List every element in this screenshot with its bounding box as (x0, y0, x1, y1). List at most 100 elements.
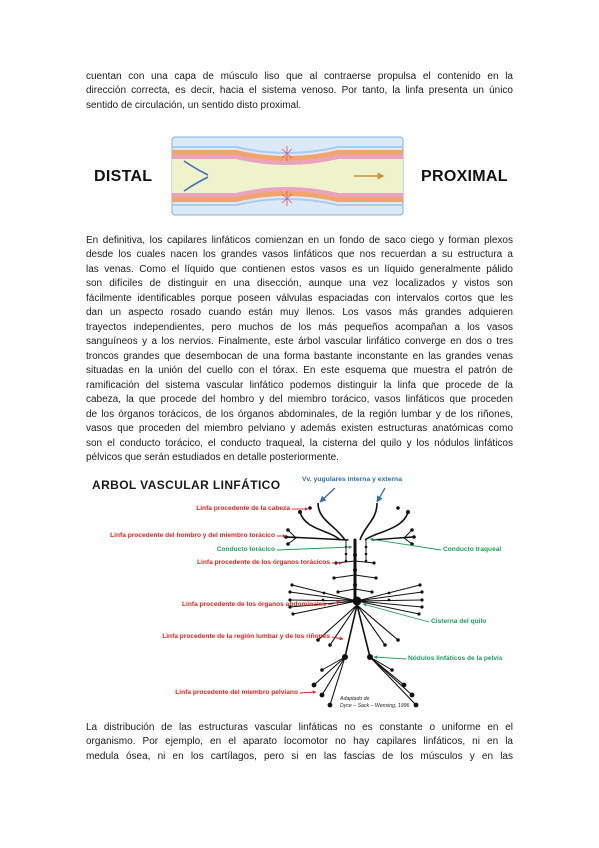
lymph-node (418, 583, 422, 587)
label-cisterna-chyli: Cisterna del quilo (431, 618, 487, 625)
jugular-arrow-right (376, 487, 386, 503)
lymph-node (288, 598, 292, 602)
text-line: de los órganos torácicos, de los órganos… (86, 408, 513, 420)
lymph-vessel-valve-diagram (171, 136, 404, 216)
lymph-node (401, 682, 407, 688)
label-lumbar-kidneys-lymph: Linfa procedente de la región lumbar y d… (162, 633, 330, 640)
lymph-vessel (333, 574, 356, 579)
lymph-vessel (321, 656, 346, 696)
lymph-node (286, 542, 290, 546)
lymph-vessel (369, 656, 413, 696)
jugular-lymph-vessel (299, 511, 341, 541)
lymph-vessel (292, 600, 358, 615)
lymph-node (420, 605, 424, 609)
text-line: dan un aspecto rosado cuando están muy l… (86, 307, 513, 319)
attribution-line: Adaptado de (340, 696, 370, 702)
vessel-endothelium-top (172, 155, 403, 165)
lymph-node (311, 682, 317, 688)
cisterna-chyli-node (352, 596, 362, 606)
jugular-lymph-vessel (359, 502, 378, 541)
text-line: medula ósea, ni en los cartílagos, pero … (86, 750, 513, 762)
lymph-node (413, 702, 419, 708)
leader-line-pelvic-nodes (373, 655, 407, 660)
label-head-lymph: Linfa procedente de la cabeza (196, 505, 290, 512)
lymph-node (308, 506, 312, 510)
lymph-vessel (356, 600, 420, 615)
lymph-node (420, 598, 424, 602)
lymph-node (336, 590, 340, 594)
text-line: las venas. Como el líquido que contienen… (86, 263, 513, 275)
label-pelvic-lymph-nodes: Nódulos linfáticos de la pelvis (408, 655, 503, 662)
lymph-vessel (329, 604, 358, 646)
pelvic-lymph-node (342, 654, 348, 660)
paragraph-1: cuentan con una capa de músculo liso que… (86, 70, 513, 113)
lymph-node (364, 545, 368, 549)
text-line: fácilmente identificables porque poseen … (86, 292, 513, 304)
lymph-node (344, 552, 348, 556)
text-line: ramificación del sistema vascular linfát… (86, 379, 513, 391)
lymph-vessel (289, 591, 358, 602)
lymph-vessel (321, 656, 346, 671)
text-line: La distribución de las estructuras vascu… (86, 722, 513, 733)
lymph-vessel (356, 604, 386, 646)
text-line: son difíciles de distinguir en una disec… (86, 278, 513, 290)
lymph-node (327, 702, 333, 708)
lymph-tree-figure: ARBOL VASCULAR LINFÁTICO Vv. yugulares i… (86, 473, 513, 713)
lymph-vessel (329, 656, 346, 706)
lymph-node (387, 591, 391, 595)
jugular-veins-label: Vv. yugulares interna y externa (302, 476, 402, 483)
text-line: cabeza, la que procede del hombro y del … (86, 394, 513, 406)
lymph-node (420, 590, 424, 594)
lymph-vessel (403, 529, 413, 539)
paragraph-2: En definitiva, los capilares linfáticos … (86, 234, 513, 466)
vasa-mark-top (281, 146, 293, 161)
label-thoracic-duct: Conducto torácico (216, 546, 275, 553)
leader-line-abdominal-organs (327, 601, 341, 606)
text-line: organismo. Por ejemplo, en el aparato lo… (86, 736, 513, 748)
text-line: trayectos independientes, pero muchos de… (86, 321, 513, 333)
lymph-node (409, 692, 415, 698)
leader-line-pelvic-limb (299, 690, 317, 694)
valve-figure: DISTAL PROXIMAL (86, 125, 513, 223)
text-line: pélvicos que serán estudiados en detalle… (86, 452, 339, 464)
lymph-node (364, 559, 368, 563)
lymph-node (410, 542, 414, 546)
lymph-node (370, 590, 374, 594)
lymph-node (321, 598, 325, 602)
distal-label: DISTAL (94, 168, 153, 185)
lymph-node (319, 692, 325, 698)
lymph-node (417, 612, 421, 616)
text-line: sentido de circulación, un sentido disto… (86, 99, 302, 111)
lymph-node (320, 668, 324, 672)
text-line: cuentan con una capa de músculo liso que… (86, 71, 513, 82)
label-shoulder-limb-lymph: Linfa procedente del hombro y del miembr… (110, 532, 275, 539)
lymph-vessel (313, 656, 346, 686)
valve-cusp-upper (183, 160, 209, 176)
lymph-node (364, 552, 368, 556)
text-line: En definitiva, los capilares linfáticos … (86, 235, 513, 246)
lymph-vessel (356, 604, 371, 658)
lymph-node (396, 638, 400, 642)
leader-line-lumbar-kidneys (331, 636, 344, 641)
label-abdominal-organs-lymph: Linfa procedente de los órganos abdomina… (182, 601, 326, 608)
lymph-node (328, 643, 332, 647)
paragraph-3: La distribución de las estructuras vascu… (86, 721, 513, 764)
pelvic-lymph-node (367, 654, 373, 660)
lymph-node (332, 576, 336, 580)
figure-title: ARBOL VASCULAR LINFÁTICO (92, 478, 281, 492)
lymph-vessel (356, 591, 423, 602)
vessel-lumen (172, 159, 403, 193)
lymph-node (396, 506, 400, 510)
lymph-node (383, 643, 387, 647)
label-pelvic-limb-lymph: Linfa procedente del miembro pelviano (175, 689, 298, 696)
text-line: situadas en la unión del cuello con el t… (86, 365, 513, 377)
lymph-vessel (354, 574, 377, 579)
lymph-tree-structure (284, 502, 424, 708)
lymph-vessel (356, 600, 423, 608)
lymph-vessel (287, 529, 297, 539)
leader-line-cisterna-chyli (362, 603, 430, 623)
lymph-node (374, 576, 378, 580)
lymph-node (412, 535, 416, 539)
valve-cusp-lower (183, 176, 209, 192)
